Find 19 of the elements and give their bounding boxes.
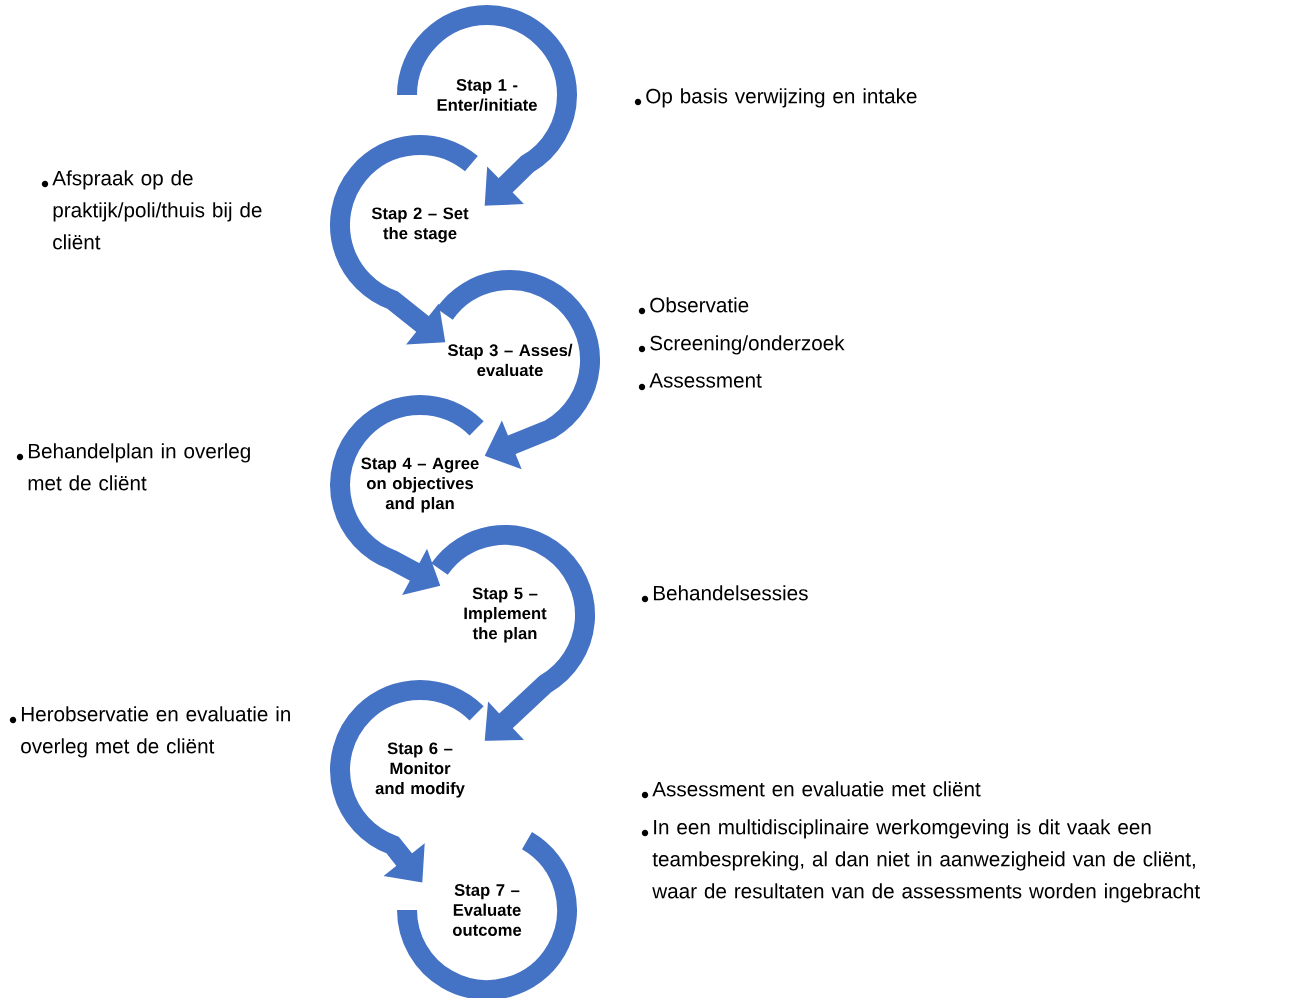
bullet-note: Assessment: [638, 373, 762, 391]
bullet-note: Afspraak op de praktijk/poli/thuis bij de cliënt: [41, 170, 262, 250]
bullet-note: Herobservatie en evaluatie in overleg met de cliënt: [9, 706, 290, 758]
bullet-note: In een multidisciplinaire werkomgeving is dit vaak een teambespreking, al dan niet in aanwezigheid van de cliënt, waar de resultaten van de assessments worden ingebracht: [641, 819, 1200, 903]
step-label: Stap 3 – Asses/ evaluate: [447, 343, 573, 377]
step-label: Stap 1 - Enter/initiate: [437, 79, 537, 111]
bullet-note: Assessment en evaluatie met cliënt: [641, 781, 981, 799]
step-label: Stap 5 – Implement the plan: [464, 587, 547, 643]
step-label: Stap 7 – Evaluate outcome: [452, 884, 522, 936]
curved-arrow: [436, 270, 600, 470]
curved-arrow: [431, 525, 595, 741]
bullet-note: Behandelsessies: [641, 585, 808, 603]
bullet-note: Observatie: [638, 297, 749, 315]
bullet-note: Behandelplan in overleg met de cliënt: [16, 443, 250, 491]
step-label: Stap 2 – Set the stage: [371, 207, 469, 243]
bullet-note: Screening/onderzoek: [638, 335, 845, 355]
step-label: Stap 6 – Monitor and modify: [375, 742, 465, 798]
step-label: Stap 4 – Agree on objectives and plan: [361, 457, 479, 513]
bullet-note: Op basis verwijzing en intake: [634, 88, 917, 108]
